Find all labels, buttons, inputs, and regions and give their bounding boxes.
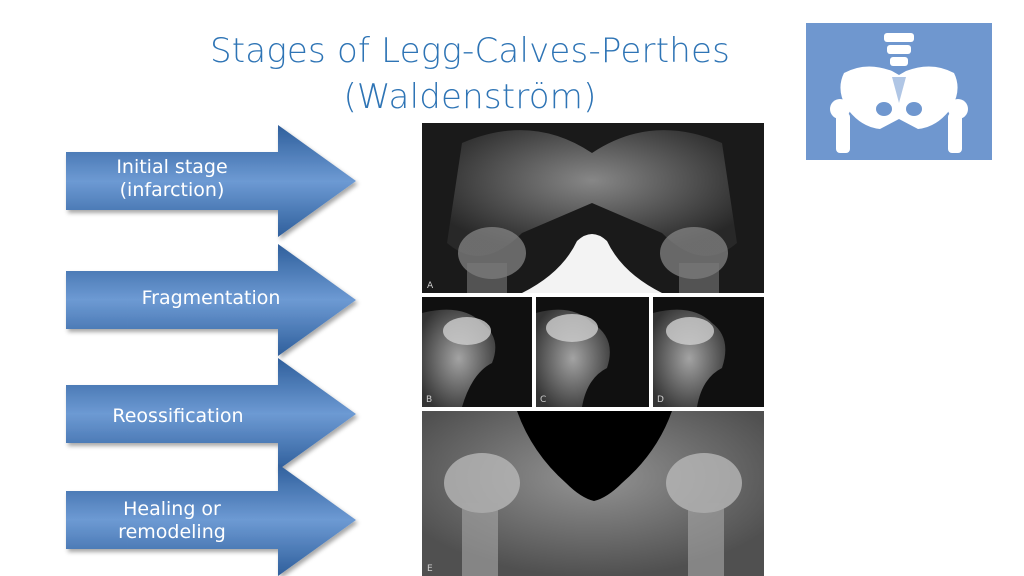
arrow-shape bbox=[66, 464, 356, 576]
arrow-shape bbox=[66, 125, 356, 237]
slide-title: Stages of Legg-Calves-Perthes (Waldenstr… bbox=[150, 28, 790, 120]
xray-panel-c: C bbox=[536, 297, 649, 407]
xray-panel-e: E bbox=[422, 411, 764, 576]
panel-letter-a: A bbox=[427, 281, 434, 291]
title-line-1: Stages of Legg-Calves-Perthes bbox=[209, 31, 731, 71]
stage-label-healing: Healing or remodeling bbox=[118, 498, 226, 543]
arrow-shape bbox=[66, 358, 356, 470]
xray-image: A B C D bbox=[422, 123, 764, 576]
stage-arrow-initial: Initial stage (infarction) bbox=[66, 125, 356, 237]
title-line-2: (Waldenström) bbox=[343, 77, 597, 117]
panel-letter-d: D bbox=[657, 395, 664, 405]
stage-arrow-reossification: Reossification bbox=[66, 358, 356, 470]
stage-label-reossification: Reossification bbox=[112, 405, 244, 427]
pelvis-logo bbox=[806, 23, 992, 160]
xray-panel-a: A bbox=[422, 123, 764, 293]
stage-label-fragmentation: Fragmentation bbox=[141, 287, 281, 309]
arrow-shape bbox=[66, 244, 356, 356]
panel-letter-b: B bbox=[426, 395, 432, 405]
stage-label-initial: Initial stage (infarction) bbox=[116, 156, 228, 201]
pelvis-icon bbox=[830, 33, 968, 153]
xray-composite: A B C D bbox=[422, 123, 764, 576]
stage-arrow-fragmentation: Fragmentation bbox=[66, 244, 356, 356]
xray-panel-d: D bbox=[653, 297, 764, 407]
stage-arrow-healing: Healing or remodeling bbox=[66, 464, 356, 576]
panel-letter-c: C bbox=[540, 395, 546, 405]
panel-letter-e: E bbox=[427, 564, 433, 574]
xray-panel-b: B bbox=[422, 297, 532, 407]
